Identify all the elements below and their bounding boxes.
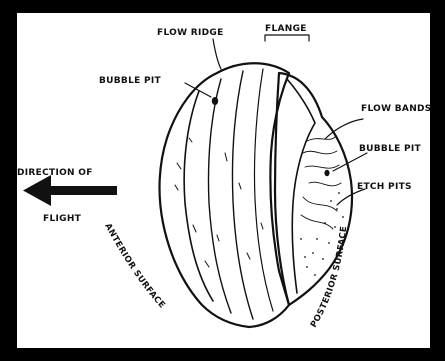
flow-bands-label: FLOW BANDS — [361, 104, 430, 114]
tektite-diagram: FLOW RIDGE FLANGE BUBBLE PIT FLOW BANDS … — [17, 13, 430, 348]
etch-pits-label: ETCH PITS — [357, 182, 412, 192]
bubble-pit-right-mark — [324, 170, 329, 176]
direction-label-line1: DIRECTION OF — [17, 168, 93, 178]
anterior-body — [160, 63, 289, 327]
bubble-pit-right-label: BUBBLE PIT — [359, 144, 422, 154]
anterior-surface-text: ANTERIOR SURFACE — [102, 222, 167, 311]
direction-label-line2: FLIGHT — [43, 214, 82, 224]
bubble-pit-left-label: BUBBLE PIT — [99, 76, 162, 86]
flange-label: FLANGE — [265, 24, 307, 34]
posterior-surface-label: POSTERIOR SURFACE — [309, 225, 349, 329]
flow-ridge-label: FLOW RIDGE — [157, 28, 224, 38]
direction-arrow — [23, 175, 117, 206]
bubble-pit-left-mark — [212, 97, 218, 105]
diagram-panel: FLOW RIDGE FLANGE BUBBLE PIT FLOW BANDS … — [17, 13, 430, 348]
anterior-surface-label: ANTERIOR SURFACE — [102, 222, 167, 311]
posterior-surface-text: POSTERIOR SURFACE — [309, 225, 349, 329]
